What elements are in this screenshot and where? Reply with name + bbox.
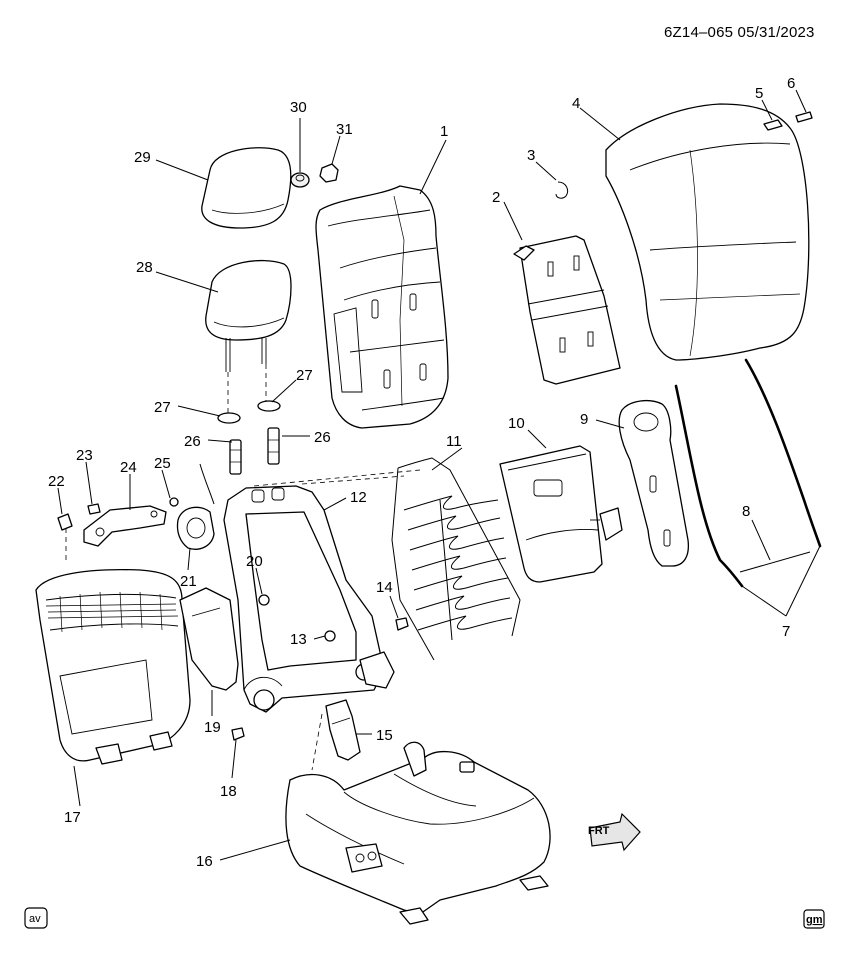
gm-logo-text: gm: [806, 914, 823, 926]
callout-26-right: 26: [314, 429, 331, 446]
wire-left: [674, 384, 744, 588]
callout-24: 24: [120, 459, 137, 476]
bolt-part: [395, 617, 409, 631]
callout-27-right: 27: [296, 367, 313, 384]
seat-back-rear-cover-part: [35, 569, 191, 765]
clip-small-part: [795, 111, 813, 123]
seat-back-frame-part: [223, 485, 395, 713]
callout-18: 18: [220, 783, 237, 800]
headrest-guide-part: [290, 172, 310, 188]
callout-19: 19: [204, 719, 221, 736]
headrest-guide-tube-left: [229, 439, 242, 475]
headrest-bezel-left: [217, 412, 241, 424]
callout-17: 17: [64, 809, 81, 826]
callout-28: 28: [136, 259, 153, 276]
callout-27-left: 27: [154, 399, 171, 416]
callout-12: 12: [350, 489, 367, 506]
av-badge: av: [24, 907, 48, 929]
grommet-part: [324, 630, 336, 642]
callout-5: 5: [755, 85, 763, 102]
headrest-cover-part: [201, 147, 292, 229]
bolt-part-18: [231, 727, 245, 741]
headrest-bezel-right: [257, 400, 281, 412]
spring-suspension-part: [391, 457, 521, 661]
clip-part: [555, 181, 569, 199]
callout-29: 29: [134, 149, 151, 166]
seat-back-cover-part: [605, 103, 810, 361]
callout-30: 30: [290, 99, 307, 116]
front-direction-label: FRT: [588, 825, 610, 837]
screw-part-25: [169, 497, 179, 507]
av-badge-text: av: [29, 913, 41, 925]
seat-cushion-part: [285, 741, 551, 925]
wire-right: [744, 358, 822, 548]
callout-25: 25: [154, 455, 171, 472]
callout-4: 4: [572, 95, 580, 112]
diagram-code-date: 6Z14–065 05/31/2023: [664, 24, 815, 41]
retainer-part: [763, 119, 783, 131]
callout-14: 14: [376, 579, 393, 596]
callout-2: 2: [492, 189, 500, 206]
callout-11: 11: [446, 433, 462, 450]
guide-nut-part: [319, 163, 339, 183]
bolt-part-20: [258, 594, 270, 606]
callout-7: 7: [782, 623, 790, 640]
seat-back-panel-part: [513, 235, 621, 385]
callout-6: 6: [787, 75, 795, 92]
callout-16: 16: [196, 853, 213, 870]
callout-13: 13: [290, 631, 307, 648]
back-panel-trim-part: [618, 399, 690, 567]
callout-15: 15: [376, 727, 393, 744]
headrest-part: [205, 259, 292, 372]
rod-part: [739, 551, 811, 573]
callout-3: 3: [527, 147, 535, 164]
side-panel-part: [179, 587, 239, 691]
callout-10: 10: [508, 415, 525, 432]
lumbar-support-part: [499, 445, 623, 583]
gm-logo-badge: gm: [803, 909, 825, 929]
front-direction-arrow-icon: FRT: [588, 812, 641, 852]
recliner-switch-part: [176, 506, 215, 550]
callout-20: 20: [246, 553, 263, 570]
callout-21: 21: [180, 573, 197, 590]
callout-26-left: 26: [184, 433, 201, 450]
seat-back-pad-part: [315, 185, 449, 429]
callout-8: 8: [742, 503, 750, 520]
screw-part-23: [87, 503, 101, 515]
clip-part-22: [57, 513, 73, 531]
callout-22: 22: [48, 473, 65, 490]
callout-31: 31: [336, 121, 353, 138]
callout-1: 1: [440, 123, 448, 140]
recliner-motor-part: [325, 699, 361, 761]
leader-lines: [57, 89, 821, 861]
callout-23: 23: [76, 447, 93, 464]
harness-part: [199, 463, 215, 505]
callout-9: 9: [580, 411, 588, 428]
headrest-guide-tube-right: [267, 427, 280, 465]
